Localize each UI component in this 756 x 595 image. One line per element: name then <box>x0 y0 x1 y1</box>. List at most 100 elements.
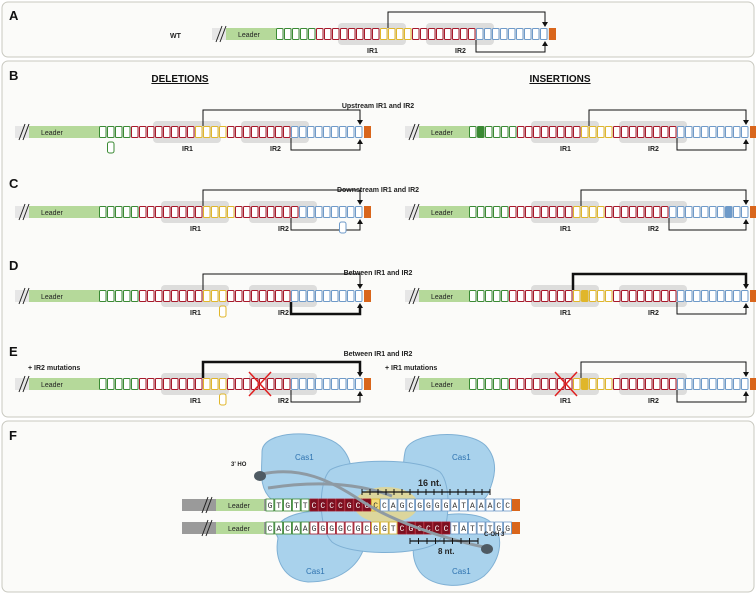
nucleotide-cell <box>701 206 709 218</box>
leader-label-top: Leader <box>228 503 250 510</box>
connector-top <box>580 189 747 206</box>
spacer-block <box>750 126 756 138</box>
nucleotide-cell <box>557 126 565 138</box>
nucleotide-cell <box>267 126 275 138</box>
ir2-label: IR2 <box>278 310 289 317</box>
nucleotide-cell <box>709 206 717 218</box>
ir2-label: IR2 <box>648 310 659 317</box>
connector-top <box>588 109 747 126</box>
spacer-block <box>364 290 371 302</box>
nucleotide-cell <box>677 378 685 390</box>
nucleotide-cell <box>509 206 517 218</box>
nucleotide-cell <box>332 28 340 40</box>
sequence-cell <box>335 498 345 512</box>
break-mark <box>22 375 30 393</box>
nucleotide-cell <box>509 290 517 302</box>
nucleotide-cell <box>107 206 115 218</box>
nucleotide-cell <box>171 378 179 390</box>
sequence-letter: A <box>470 502 475 511</box>
nucleotide-cell <box>195 290 203 302</box>
nucleotide-cell <box>179 126 187 138</box>
nucleotide-cell <box>227 378 235 390</box>
connector-top <box>580 361 747 378</box>
panel-letter-b: B <box>9 68 18 83</box>
sequence-cell <box>459 521 468 535</box>
nucleotide-cell <box>323 126 331 138</box>
sequence-cell <box>327 521 336 535</box>
sequence-letter: C <box>285 525 290 534</box>
nucleotide-cell <box>629 290 637 302</box>
sequence-letter: T <box>461 502 466 511</box>
nucleotide-cell <box>331 378 339 390</box>
nucleotide-cell <box>308 28 316 40</box>
nucleotide-cell <box>195 206 203 218</box>
label-c-oh-3: C-OH 3' <box>484 532 506 538</box>
nucleotide-cell <box>533 290 541 302</box>
connector-bottom <box>676 302 747 315</box>
nucleotide-cell <box>123 290 131 302</box>
nucleotide-cell <box>315 206 323 218</box>
connector-top <box>201 360 362 378</box>
sequence-cell <box>344 521 354 535</box>
nucleotide-cell <box>500 28 508 40</box>
sequence-cell <box>300 498 310 512</box>
nucleotide-cell <box>355 378 363 390</box>
arrowhead-down <box>743 120 749 125</box>
nucleotide-cell <box>629 206 637 218</box>
leader-region <box>29 378 99 390</box>
ir1-label: IR1 <box>190 398 201 405</box>
connector-bottom <box>475 40 546 53</box>
nucleotide-cell <box>131 290 139 302</box>
nucleotide-cell <box>685 126 693 138</box>
deleted-nucleotide <box>219 305 227 318</box>
nucleotide-cell <box>525 378 533 390</box>
hydroxyl-cap-left <box>254 471 266 481</box>
nucleotide-cell <box>525 126 533 138</box>
nucleotide-cell <box>299 206 307 218</box>
nucleotide-cell <box>581 206 589 218</box>
nucleotide-cell <box>331 206 339 218</box>
nucleotide-cell <box>187 126 195 138</box>
mutation-cross <box>248 371 272 397</box>
leader-label: Leader <box>41 382 63 389</box>
sequence-cell <box>371 498 380 512</box>
nucleotide-cell <box>508 28 516 40</box>
nucleotide-cell <box>677 126 685 138</box>
nucleotide-cell <box>139 206 147 218</box>
label-3-ho: 3' HO <box>231 462 247 468</box>
nucleotide-cell <box>147 378 155 390</box>
nucleotide-cell <box>388 28 396 40</box>
nucleotide-cell <box>99 378 107 390</box>
connector-bottom <box>668 218 747 231</box>
nucleotide-cell <box>517 126 525 138</box>
break-mark <box>18 203 26 221</box>
arrowhead-down <box>357 120 363 125</box>
nucleotide-cell <box>701 378 709 390</box>
nucleotide-cell <box>211 290 219 302</box>
nucleotide-cell <box>557 290 565 302</box>
nucleotide-cell <box>493 378 501 390</box>
nucleotide-cell <box>219 206 227 218</box>
connector-bottom <box>676 390 747 403</box>
spacer-block <box>750 290 756 302</box>
nucleotide-cell <box>331 290 339 302</box>
nucleotide-cell <box>283 378 291 390</box>
sequence-letter: C <box>373 502 378 511</box>
nucleotide-cell <box>541 378 549 390</box>
nucleotide-cell <box>605 378 613 390</box>
nucleotide-cell <box>565 126 573 138</box>
break-mark <box>22 123 30 141</box>
header-insertions: INSERTIONS <box>529 74 590 85</box>
spacer-bottom <box>512 522 520 534</box>
nucleotide-cell <box>412 28 420 40</box>
nucleotide-cell <box>307 378 315 390</box>
nucleotide-cell <box>533 206 541 218</box>
arrowhead-up <box>743 139 749 144</box>
sequence-cell <box>476 521 486 535</box>
nucleotide-cell <box>517 290 525 302</box>
arrowhead-up <box>743 303 749 308</box>
nucleotide-cell <box>347 378 355 390</box>
